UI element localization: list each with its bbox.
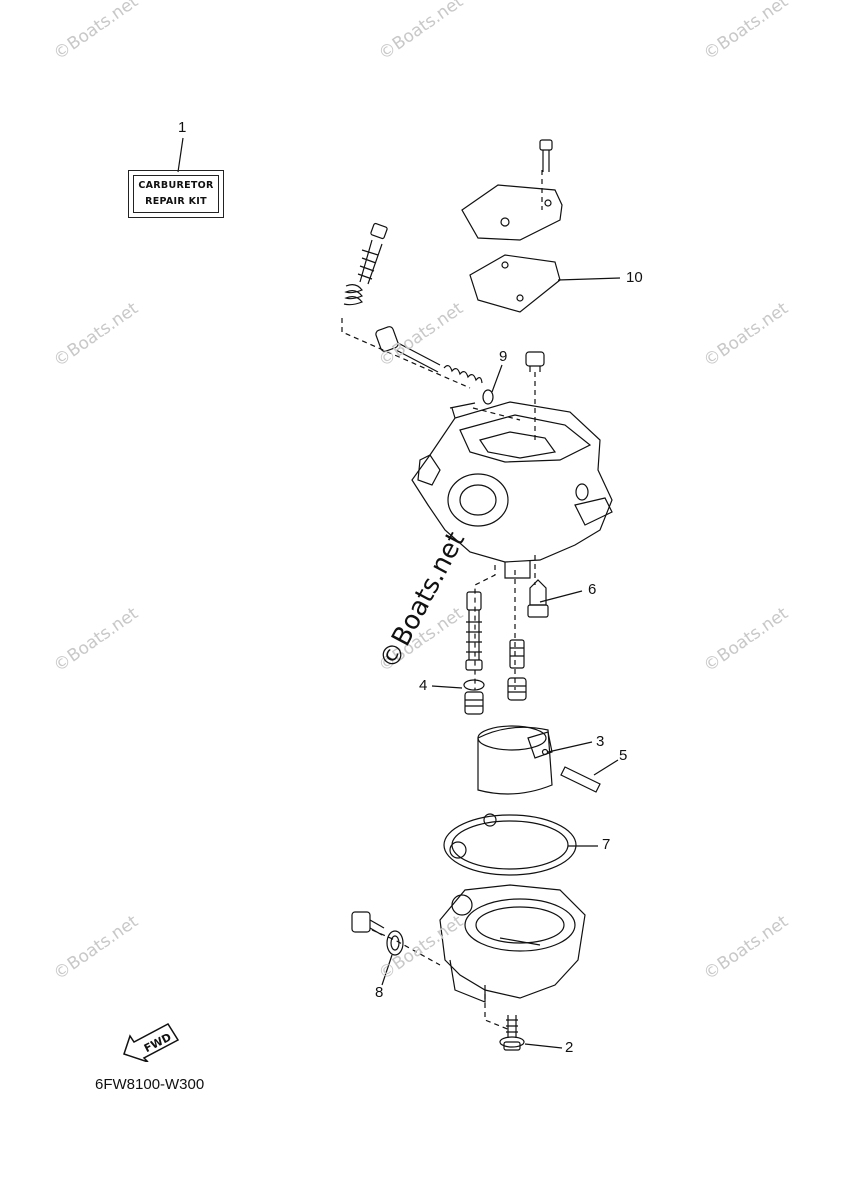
callout-7: 7 xyxy=(602,836,611,853)
o-ring-4 xyxy=(463,679,485,691)
leader-line-2 xyxy=(524,1043,563,1049)
float xyxy=(477,725,553,795)
callout-5: 5 xyxy=(619,747,628,764)
kit-label-line1: CARBURETOR xyxy=(138,180,214,191)
float-pin xyxy=(560,766,601,793)
leader-line-4 xyxy=(431,685,463,689)
callout-9: 9 xyxy=(499,348,508,365)
drain-washer xyxy=(386,930,404,956)
assembly-guide-lines xyxy=(341,170,543,1031)
leader-line-6 xyxy=(539,590,583,603)
needle-valve xyxy=(527,579,549,618)
callout-6: 6 xyxy=(588,581,597,598)
float-bowl-gasket xyxy=(443,813,577,876)
fwd-arrow-icon: FWD xyxy=(123,1023,180,1062)
main-jet xyxy=(464,691,484,715)
pilot-screw xyxy=(357,222,388,285)
callout-2: 2 xyxy=(565,1039,574,1056)
callout-1: 1 xyxy=(178,119,187,136)
leader-line-5 xyxy=(593,759,619,776)
carburetor-body xyxy=(411,401,613,579)
float-chamber xyxy=(439,884,586,1003)
leader-line-9 xyxy=(491,364,503,393)
leader-line-3 xyxy=(547,741,593,753)
leader-line-10 xyxy=(557,277,621,281)
pilot-jet xyxy=(507,639,527,701)
chamber-screw xyxy=(499,1015,525,1051)
carburetor-cover-plate xyxy=(461,184,563,241)
callout-3: 3 xyxy=(596,733,605,750)
cover-screw xyxy=(539,139,553,172)
o-ring-9 xyxy=(482,389,494,405)
diagram-code: 6FW8100-W300 xyxy=(95,1076,205,1093)
drain-screw xyxy=(351,911,385,936)
kit-label-line2: REPAIR KIT xyxy=(145,196,207,207)
callout-4: 4 xyxy=(419,677,428,694)
callout-8: 8 xyxy=(375,984,384,1001)
throttle-shaft xyxy=(375,326,441,373)
leader-line-8 xyxy=(381,954,393,986)
pilot-screw-spring xyxy=(343,284,363,306)
callout-10: 10 xyxy=(626,269,643,286)
kit-label-inner: CARBURETOR REPAIR KIT xyxy=(133,175,219,213)
cover-gasket xyxy=(469,254,561,313)
leader-line-1 xyxy=(177,137,184,173)
carburetor-repair-kit-label: CARBURETOR REPAIR KIT xyxy=(128,170,224,218)
throttle-spring xyxy=(443,365,483,384)
main-nozzle xyxy=(465,591,483,671)
plug xyxy=(525,351,545,372)
